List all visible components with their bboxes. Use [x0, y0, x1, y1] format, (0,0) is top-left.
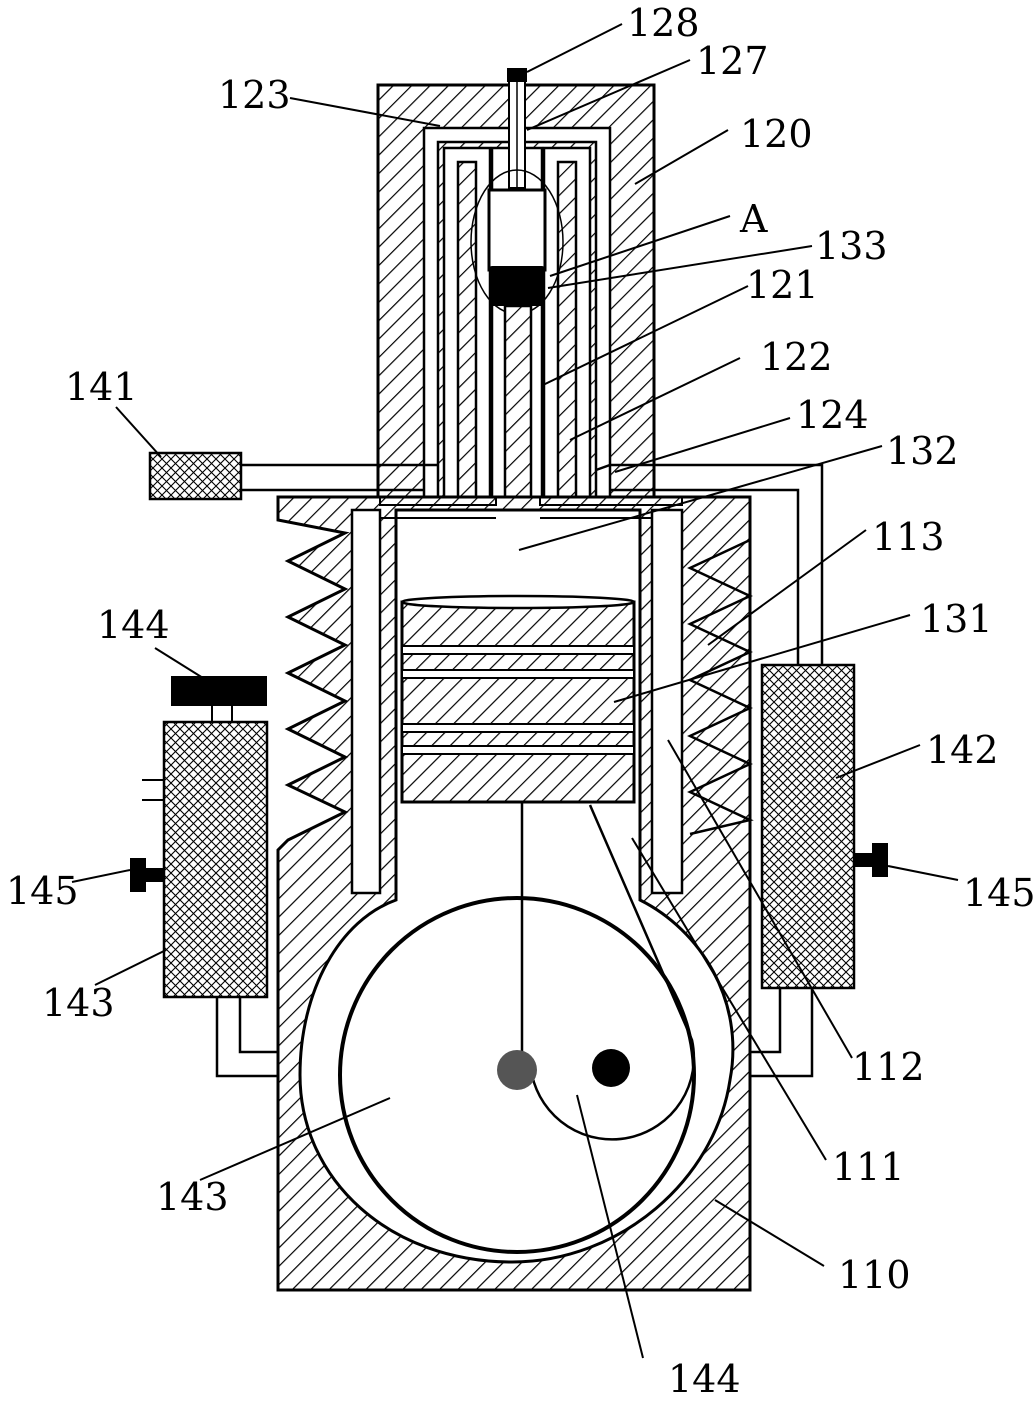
leader-lines: [71, 23, 959, 1359]
label-145-left: 145: [6, 869, 79, 913]
crank-wheel: [338, 800, 696, 1254]
label-133: 133: [815, 224, 888, 268]
label-121: 121: [746, 263, 819, 307]
label-120: 120: [740, 112, 813, 156]
side-ticks: [142, 779, 164, 801]
knob-145-right: [854, 843, 888, 877]
knob-145-left: [130, 858, 164, 892]
component-141: [148, 451, 243, 501]
label-122: 122: [760, 335, 833, 379]
reference-labels: 128 127 123 120 A 133 121 122 124 132 14…: [6, 1, 1035, 1401]
label-144-top: 144: [97, 603, 170, 647]
label-113: 113: [872, 515, 945, 559]
component-142: [760, 663, 856, 990]
label-143-bottom: 143: [156, 1175, 229, 1219]
label-124: 124: [796, 393, 869, 437]
label-132: 132: [886, 429, 959, 473]
label-142: 142: [926, 728, 999, 772]
label-131: 131: [920, 597, 993, 641]
label-145-right: 145: [963, 871, 1035, 915]
label-111: 111: [832, 1145, 905, 1189]
cap-144: [171, 676, 267, 722]
component-143: [162, 720, 269, 999]
label-110: 110: [838, 1253, 911, 1297]
label-127: 127: [696, 39, 769, 83]
label-143-left: 143: [42, 981, 115, 1025]
label-a: A: [739, 197, 768, 241]
valve-block-a: [470, 169, 564, 315]
label-128: 128: [627, 1, 700, 45]
pipes: [215, 463, 824, 1078]
label-112: 112: [852, 1045, 925, 1089]
piston-131: [400, 594, 636, 804]
label-141: 141: [65, 365, 138, 409]
label-123: 123: [218, 73, 291, 117]
label-144-bottom: 144: [668, 1357, 741, 1401]
